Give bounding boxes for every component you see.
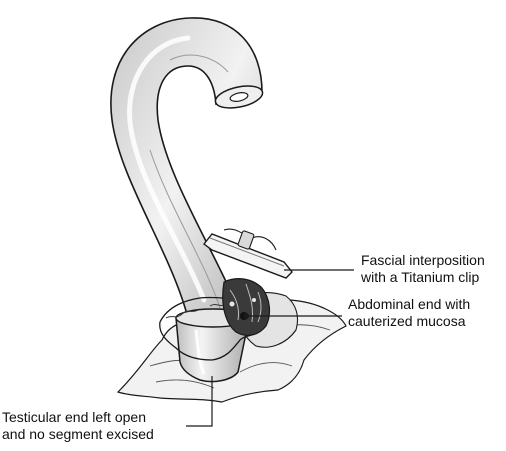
fascial-interposition-line1: Fascial interposition bbox=[361, 252, 485, 268]
abdominal-end-line2: cauterized mucosa bbox=[348, 313, 466, 329]
testicular-callout-line bbox=[186, 376, 213, 427]
abdominal-end-cauterized bbox=[222, 278, 271, 336]
vas-deferens-tube bbox=[110, 17, 264, 319]
testicular-end-label: Testicular end left open and no segment … bbox=[2, 409, 154, 443]
testicular-end-line2: and no segment excised bbox=[2, 426, 154, 442]
callout-lines bbox=[186, 269, 354, 427]
fascial-interposition-label: Fascial interposition with a Titanium cl… bbox=[361, 252, 485, 286]
abdominal-end-label: Abdominal end with cauterized mucosa bbox=[348, 296, 470, 330]
titanium-clip bbox=[203, 228, 293, 279]
fascial-interposition-line2: with a Titanium clip bbox=[361, 269, 480, 285]
abdominal-end-line1: Abdominal end with bbox=[348, 296, 471, 312]
testicular-end-line1: Testicular end left open bbox=[2, 409, 146, 425]
